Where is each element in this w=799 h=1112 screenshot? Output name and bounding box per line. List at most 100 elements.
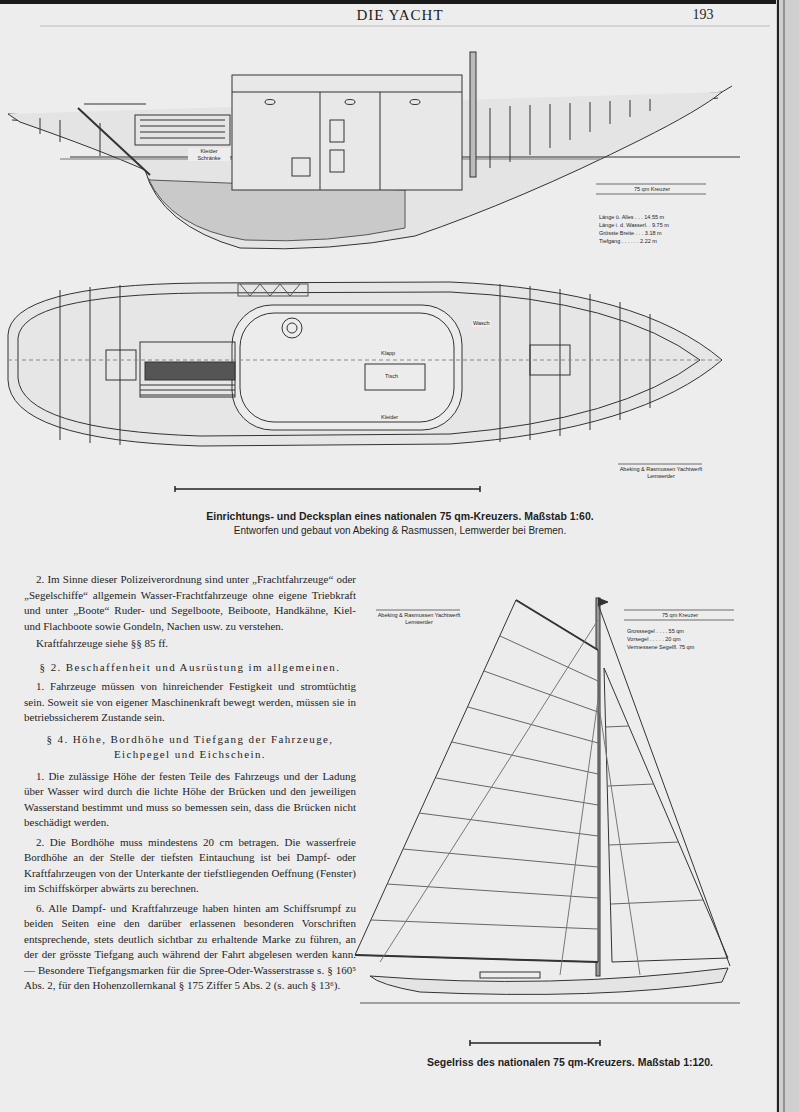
sail-plan-line [370, 968, 728, 994]
body-paragraph: 2. Im Sinne dieser Polizeiverordnung sin… [24, 572, 356, 634]
profile-drawing-line [232, 75, 462, 190]
scale-bars-line [175, 488, 480, 490]
dimension-row: Grösste Breite . . . 3.18 m [598, 230, 663, 237]
sail-plan-line [436, 778, 598, 805]
profile-drawing-line [490, 108, 491, 168]
scale-bars-line [599, 1040, 601, 1046]
deck-plan-line [106, 350, 136, 380]
profile-drawing-line [722, 86, 732, 92]
sail-plan-line [403, 849, 598, 867]
sail-plan-line [371, 920, 598, 929]
body-paragraph: 1. Fahrzeuge müssen von hinreichender Fe… [24, 679, 356, 726]
drawing-title: 75 qm Kreuzer [624, 612, 736, 619]
figure-caption: Segelriss des nationalen 75 qm-Kreuzers.… [360, 1056, 780, 1068]
profile-drawing-line [140, 132, 225, 133]
title-rules-line [624, 620, 734, 621]
sail-plan [355, 598, 740, 1003]
section-heading: § 4. Höhe, Bordhöhe und Tiefgang der Fah… [24, 732, 356, 763]
sail-plan-line [608, 784, 654, 786]
dimension-row: Tiefgang . . . . . . 2.22 m [598, 238, 658, 245]
page-edge-line [777, 0, 779, 1112]
room-label: Wasch [472, 320, 491, 327]
profile-drawing-line [650, 99, 651, 111]
deck-plan-line [120, 285, 121, 445]
profile-drawing-line [590, 102, 591, 132]
deck-plan-line [287, 323, 297, 333]
profile-drawing [8, 52, 740, 249]
profile-drawing-line [60, 120, 61, 142]
sail-plan-line [355, 600, 598, 962]
body-paragraph: 1. Die zulässige Höhe der festen Teile d… [24, 769, 356, 831]
deck-plan-line [282, 318, 302, 338]
profile-drawing-line [78, 108, 150, 175]
deck-plan-line [140, 342, 235, 397]
figure-caption: Einrichtungs- und Decksplan eines nation… [100, 510, 700, 522]
deck-plan-line [60, 290, 61, 440]
profile-drawing-line [330, 150, 344, 172]
profile-drawing-line [345, 100, 355, 105]
sail-plan-line [611, 900, 703, 904]
deck-plan-line [8, 360, 722, 361]
sail-plan-line [606, 726, 629, 727]
profile-drawing-line [84, 104, 146, 105]
deck-plan-line [232, 305, 462, 430]
profile-drawing-line [140, 126, 225, 127]
deck-plan-line [140, 395, 235, 396]
sail-plan-line [598, 604, 730, 966]
body-paragraph: 6. Alle Dampf- und Kraftfahrzeuge haben … [24, 901, 356, 994]
sail-plan-line [380, 620, 598, 962]
sail-area-row: Vermessene Segelfl. 75 qm [626, 644, 695, 651]
page-edge-line [784, 0, 785, 1112]
profile-drawing-line [380, 92, 381, 190]
sail-plan-line [484, 671, 598, 712]
page-edge-line [40, 26, 770, 27]
title-rules-line [624, 610, 734, 611]
profile-drawing-line [530, 105, 531, 155]
profile-drawing-line [570, 103, 571, 140]
scale-bars-line [470, 1042, 600, 1044]
sail-plan-line [480, 972, 540, 978]
profile-drawing-line [470, 52, 476, 177]
profile-drawing-line [140, 120, 225, 121]
profile-drawing-line [330, 120, 344, 142]
profile-drawing-line [610, 101, 611, 124]
yard-stamp: Abeking & Rasmussen Yachtwerft Lemwerder [618, 466, 704, 479]
scale-bars-line [469, 1040, 471, 1046]
profile-drawing-line [40, 118, 41, 134]
scale-bars [175, 486, 600, 1046]
sail-plan-line [360, 1003, 740, 1004]
profile-drawing-line [410, 100, 420, 105]
deck-plan-line [140, 390, 235, 391]
deck-plan-line [620, 302, 621, 420]
sail-plan-line [604, 668, 728, 962]
title-rules [376, 184, 734, 620]
dimension-row: Länge i. d. Wasserl. . 9.75 m [598, 222, 670, 229]
profile-drawing-line [232, 92, 462, 93]
sail-plan-line [468, 707, 598, 743]
profile-drawing-line [630, 100, 631, 117]
scale-bars-line [174, 486, 176, 492]
dimension-row: Länge ü. Alles . . . 14.55 m [598, 214, 665, 221]
page-number: 193 [683, 7, 723, 23]
title-rules-line [596, 184, 706, 185]
deck-plan-line [240, 284, 300, 296]
profile-drawing-line [265, 100, 275, 105]
sail-plan-line [452, 742, 598, 774]
text-column: 2. Im Sinne dieser Polizeiverordnung sin… [24, 572, 356, 994]
deck-plan-line [560, 289, 561, 436]
deck-plan-line [590, 294, 591, 430]
page-edge-line [0, 0, 799, 4]
body-paragraph: 2. Die Bordhöhe muss mindestens 20 cm be… [24, 835, 356, 897]
figure-credit: Entworfen und gebaut von Abeking & Rasmu… [150, 525, 650, 536]
deck-plan-line [500, 284, 501, 442]
drawing-title: 75 qm Kreuzer [596, 186, 708, 193]
deck-plan [8, 282, 722, 446]
page-edge-line [776, 0, 799, 1112]
sail-plan-line [598, 700, 640, 975]
deck-plan-line [650, 314, 651, 408]
room-label: Kleider [380, 414, 399, 421]
sail-area-row: Vorsegel . . . . . 20 qm [626, 636, 682, 643]
deck-plan-line [530, 286, 531, 440]
sail-area-row: Grosssegel . . . . 55 qm [626, 628, 685, 635]
